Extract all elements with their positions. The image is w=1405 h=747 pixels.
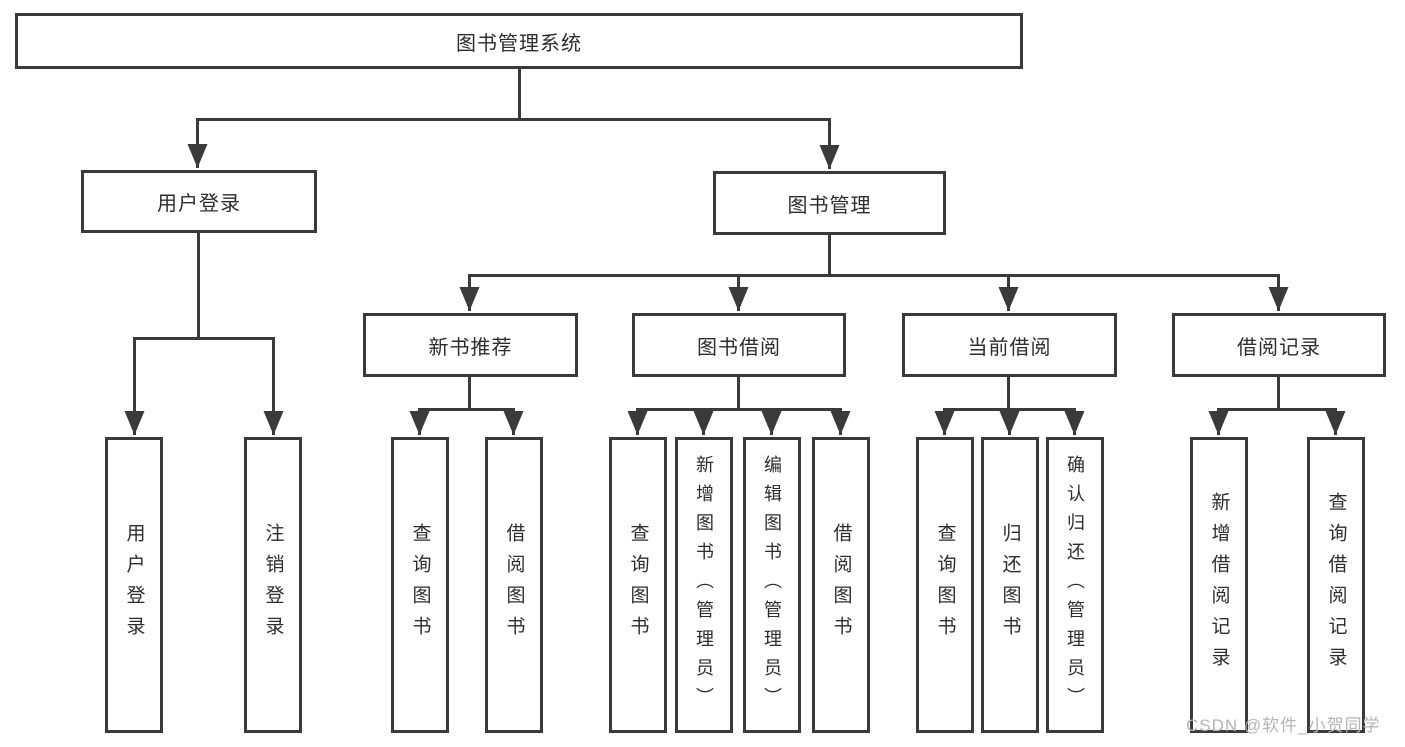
- leaf-query-books-borrow: 查询图书: [609, 437, 667, 733]
- node-user-login: 用户登录: [81, 170, 317, 233]
- leaf-borrow-books-recommend: 借阅图书: [485, 437, 543, 733]
- leaf-add-borrow-record: 新增借阅记录: [1190, 437, 1248, 733]
- leaf-label: 借阅图书: [830, 523, 852, 647]
- leaf-confirm-return-admin: 确认归还（管理员）: [1046, 437, 1104, 733]
- node-borrow-records: 借阅记录: [1172, 313, 1386, 377]
- leaf-label: 用户登录: [123, 523, 145, 647]
- leaf-label: 查询图书: [409, 523, 431, 647]
- node-book-borrow: 图书借阅: [632, 313, 846, 377]
- leaf-label: 查询借阅记录: [1325, 492, 1347, 678]
- leaf-label: 借阅图书: [503, 523, 525, 647]
- watermark-text: CSDN @软件_小贺同学: [1186, 716, 1381, 735]
- leaf-label: 查询图书: [627, 523, 649, 647]
- leaf-logout-login: 注销登录: [244, 437, 302, 733]
- leaf-return-book: 归还图书: [981, 437, 1039, 733]
- leaf-label: 新增图书（管理员）: [694, 454, 714, 716]
- node-root: 图书管理系统: [15, 13, 1023, 69]
- leaf-add-book-admin: 新增图书（管理员）: [675, 437, 733, 733]
- leaf-label: 查询图书: [934, 523, 956, 647]
- leaf-label: 归还图书: [999, 523, 1021, 647]
- leaf-edit-book-admin: 编辑图书（管理员）: [743, 437, 801, 733]
- leaf-label: 新增借阅记录: [1208, 492, 1230, 678]
- leaf-query-books-current: 查询图书: [916, 437, 974, 733]
- leaf-label: 编辑图书（管理员）: [762, 454, 782, 716]
- node-book-management: 图书管理: [713, 171, 946, 235]
- leaf-label: 确认归还（管理员）: [1065, 454, 1085, 716]
- node-current-borrow: 当前借阅: [902, 313, 1117, 377]
- leaf-query-borrow-record: 查询借阅记录: [1307, 437, 1365, 733]
- leaf-label: 注销登录: [262, 523, 284, 647]
- leaf-borrow-books: 借阅图书: [812, 437, 870, 733]
- leaf-query-books-recommend: 查询图书: [391, 437, 449, 733]
- leaf-user-login: 用户登录: [105, 437, 163, 733]
- node-new-book-recommend: 新书推荐: [363, 313, 578, 377]
